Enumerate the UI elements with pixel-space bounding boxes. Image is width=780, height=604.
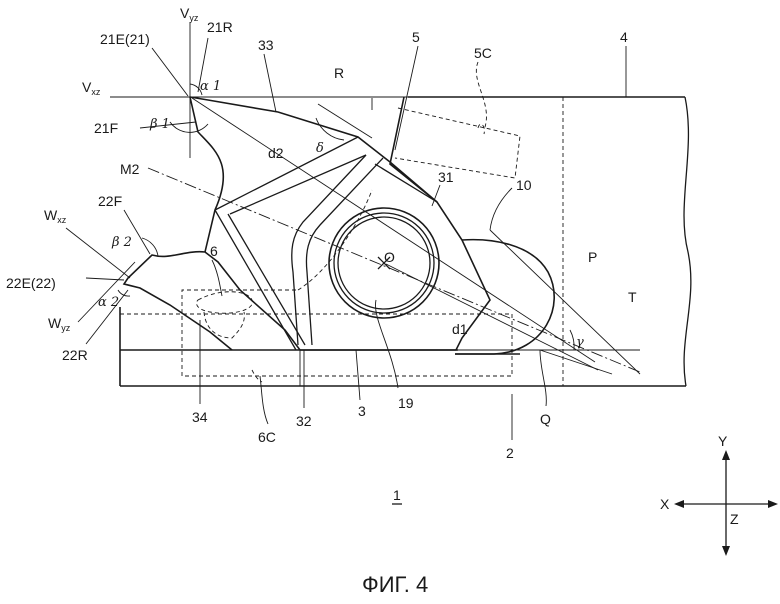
t-line [540,350,612,374]
leader-5c [476,62,486,130]
insert-upper-flank [190,97,223,252]
insert-inner-edge-3 [215,210,296,350]
leader-33 [264,54,276,112]
leader-3 [356,350,360,400]
angle-gamma: γ [576,335,584,350]
label-4: 4 [620,29,628,45]
arrowhead-x-right [768,500,778,508]
arrowhead-y-down [722,546,730,556]
clamp-5c-dashed [478,124,484,134]
label-5c: 5C [474,45,492,61]
label-d2: d2 [268,145,284,161]
label-r: R [334,65,344,81]
leader-6c [260,376,268,424]
angle-alpha1: α 1 [200,79,221,94]
label-21e: 21E(21) [100,31,150,47]
label-10: 10 [516,177,532,193]
insert-inner-edge-1 [215,137,358,210]
label-6c: 6C [258,429,276,445]
label-19: 19 [398,395,414,411]
label-wyz: Wyz [48,315,71,333]
leader-31 [432,185,440,206]
leader-10 [490,188,512,230]
label-p: P [588,249,597,265]
insert-outline [124,97,490,350]
insert-rake-line [375,164,437,202]
label-5: 5 [412,29,420,45]
axis-label-z: Z [730,511,739,527]
label-wxz: Wxz [44,207,67,225]
angle-delta: δ [316,141,324,156]
insert-inner-edge-2 [230,155,366,214]
arrowhead-x-left [674,500,684,508]
label-2: 2 [506,445,514,461]
label-21r: 21R [207,19,233,35]
label-34: 34 [192,409,208,425]
arc-beta1 [170,122,208,132]
part-6-dashed-stem [204,312,244,338]
label-o: O [384,249,395,265]
figure-caption: ФИГ. 4 [362,572,428,597]
leader-21e [152,48,188,96]
label-d1: d1 [452,321,468,337]
part-6-dashed [197,292,253,314]
label-21f: 21F [94,120,118,136]
label-22e: 22E(22) [6,275,56,291]
holder-right-break [684,97,691,386]
axis-label-x: X [660,496,670,512]
leader-5 [395,46,418,150]
axis-label-y: Y [718,433,728,449]
d2-diagonal-line [192,98,595,362]
label-vyz: Vyz [180,5,199,23]
label-32: 32 [296,413,312,429]
leader-q [540,350,546,406]
label-m2: M2 [120,161,140,177]
p-line [490,230,640,374]
angle-alpha2: α 2 [98,295,119,310]
label-vxz: Vxz [82,79,101,97]
label-t: T [628,289,637,305]
arrowhead-y-up [722,450,730,460]
label-3: 3 [358,403,366,419]
label-22r: 22R [62,347,88,363]
clamp-outline [390,97,437,202]
label-31: 31 [438,169,454,185]
view-label: 1 [393,487,401,503]
insert-groove [292,155,366,345]
label-q: Q [540,411,551,427]
label-6: 6 [210,243,218,259]
clamp-dashed [395,108,520,178]
angle-beta2: β 2 [111,235,132,250]
label-33: 33 [258,37,274,53]
arc-alpha2 [118,290,130,296]
label-22f: 22F [98,193,122,209]
angle-beta1: β 1 [149,117,170,132]
